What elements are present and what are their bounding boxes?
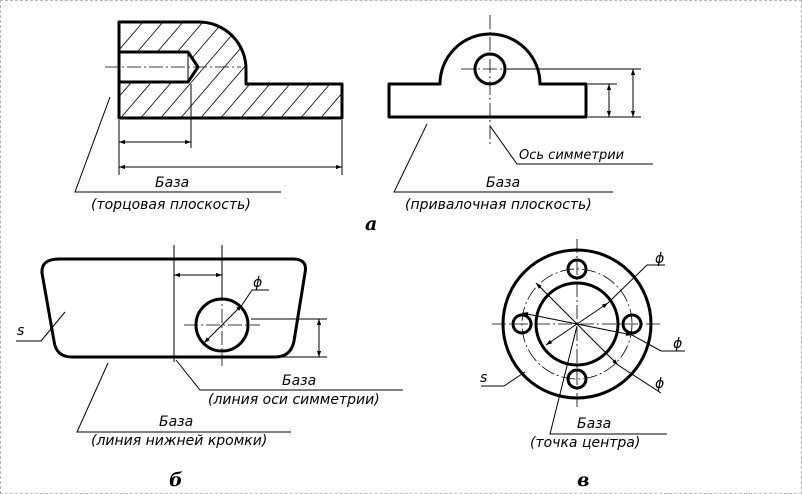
base-label-b-2: База [159,414,193,430]
symmetry-axis-label: Ось симметрии [519,148,624,163]
part-a-section [105,20,344,120]
base-desc-a-left: (торцовая плоскость) [91,197,251,213]
part-a-dimensions [74,84,343,193]
sublabel-a: а [365,213,377,235]
base-label-a-left: База [155,175,189,191]
base-desc-c: (точка центра) [530,435,640,451]
part-a-front-dimensions [393,68,653,193]
base-label-c: База [577,416,611,432]
base-desc-a-right: (привалочная плоскость) [405,197,592,213]
s-label-b: s [17,323,24,339]
sublabel-b: б [169,469,183,491]
part-b-dimensions [16,245,403,433]
s-label-c: s [480,370,487,386]
phi-label-c-top: ϕ [655,251,664,267]
part-c-dimensions [481,264,685,435]
phi-label-b: ϕ [253,275,262,291]
phi-label-c-mid: ϕ [673,336,682,352]
part-a-front-view [387,15,588,147]
phi-label-c-bottom: ϕ [655,376,664,392]
base-label-b-1: База [282,373,316,389]
base-desc-b-1: (линия оси симметрии) [208,392,380,408]
base-label-a-right: База [486,175,520,191]
base-desc-b-2: (линия нижней кромки) [91,433,267,449]
sublabel-c: в [577,469,589,491]
section-hatching [119,22,342,118]
